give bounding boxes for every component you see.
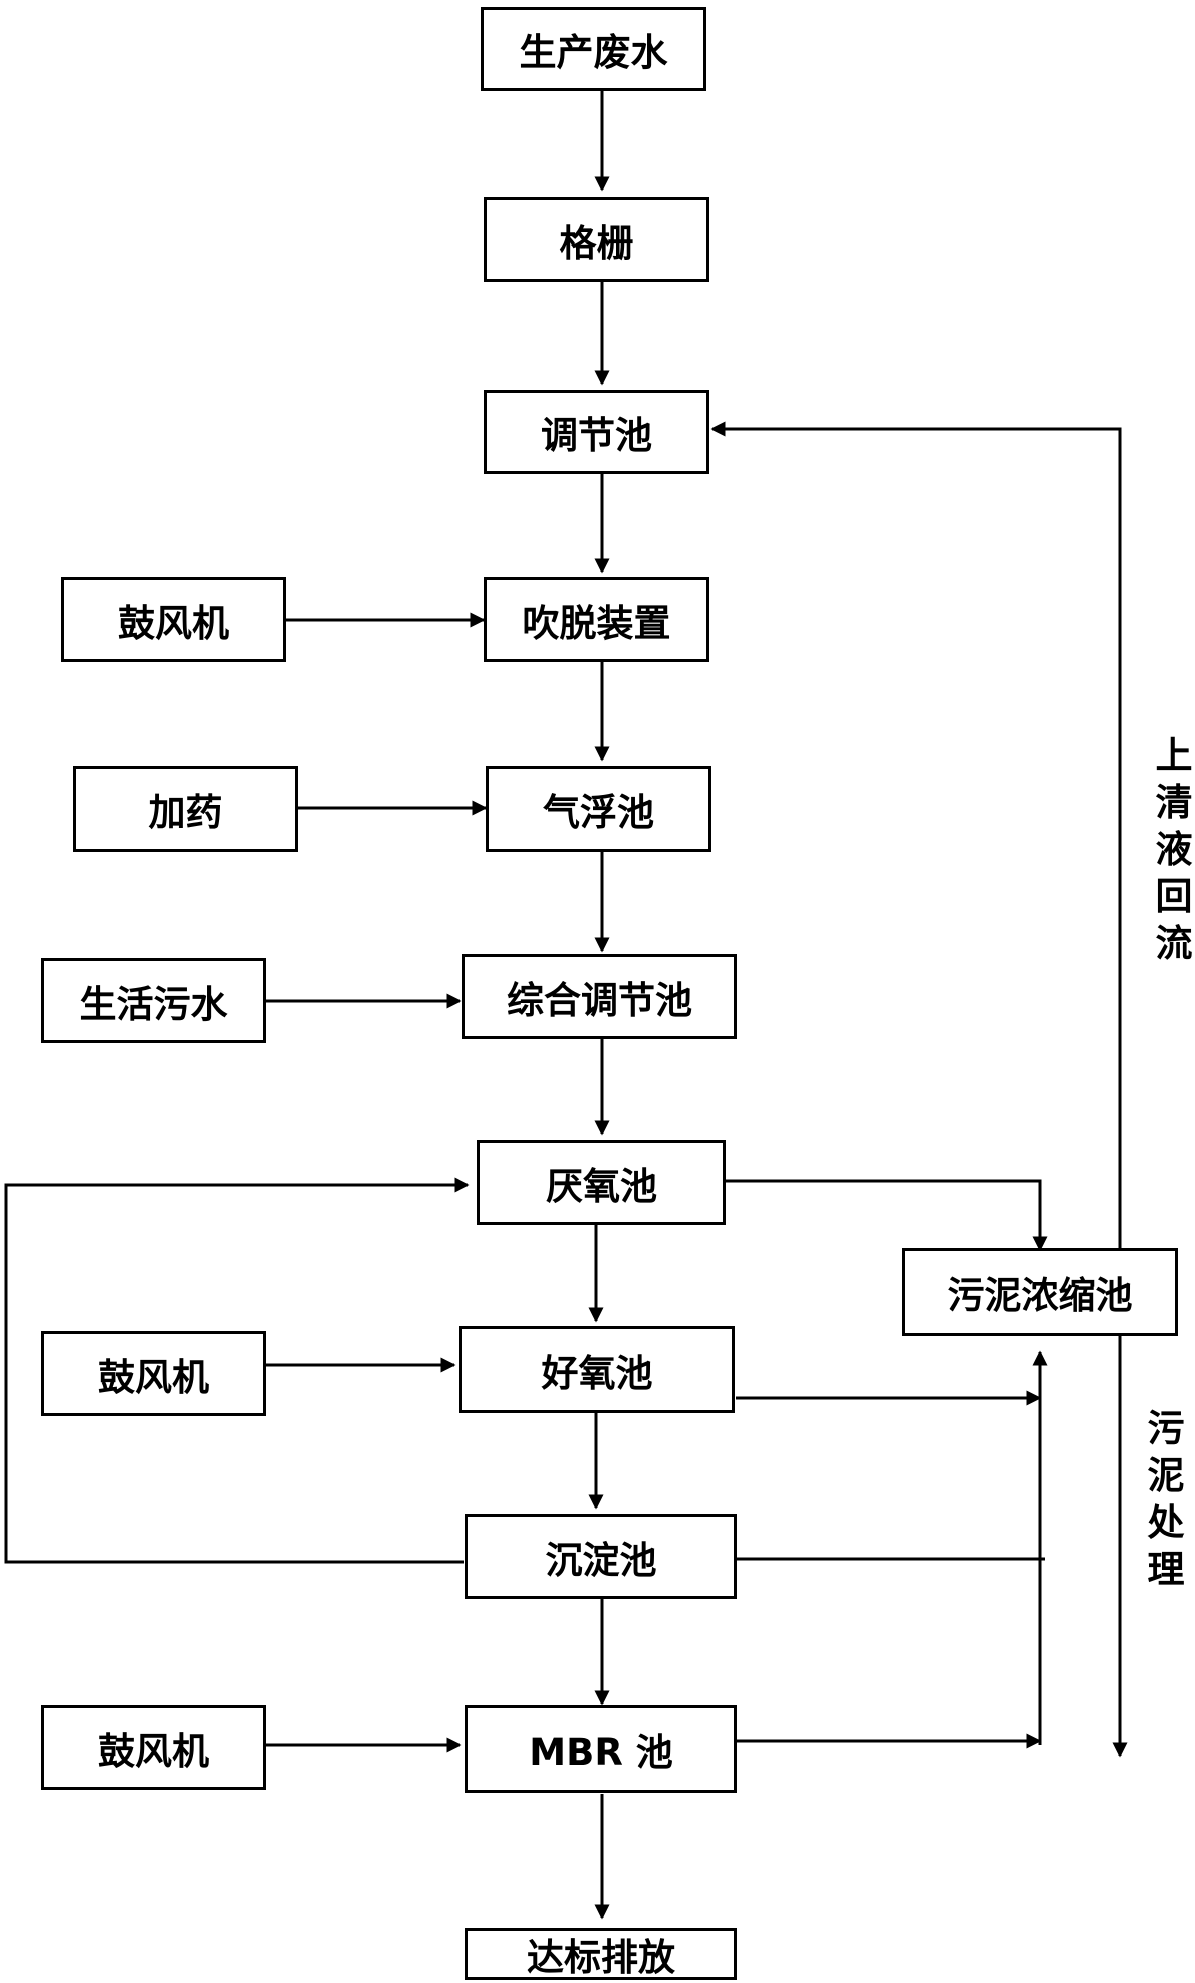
label-char: 污 [1147,1407,1185,1450]
arrow-supernatant-return [710,421,1122,1250]
label-char: 流 [1155,922,1193,965]
label-supernatant-return: 上 清 液 回 流 [1150,732,1195,967]
label-char: 泥 [1147,1454,1185,1497]
node-blower-3: 鼓风机 [41,1705,266,1790]
node-stripping-device: 吹脱装置 [484,577,709,662]
node-sludge-thickener: 污泥浓缩池 [902,1248,1178,1336]
node-domestic-sewage: 生活污水 [41,958,266,1043]
node-blower-1: 鼓风机 [61,577,286,662]
node-production-wastewater: 生产废水 [481,7,706,91]
node-discharge: 达标排放 [465,1928,737,1980]
label-char: 回 [1155,875,1193,918]
node-sedimentation-tank: 沉淀池 [465,1514,737,1599]
arrow-sludge-recycle-to-anaerobic [4,1177,470,1564]
label-char: 清 [1155,781,1193,824]
label-sludge-treatment: 污 泥 处 理 [1142,1405,1190,1593]
node-mbr-tank: MBR 池 [465,1705,737,1793]
label-char: 理 [1147,1548,1185,1591]
label-char: 液 [1155,828,1193,871]
node-anaerobic-tank: 厌氧池 [477,1140,726,1225]
node-integrated-regulating-tank: 综合调节池 [462,954,737,1039]
node-aerobic-tank: 好氧池 [459,1326,735,1413]
node-blower-2: 鼓风机 [41,1331,266,1416]
node-grille: 格栅 [484,197,709,282]
arrow-anaerobic-to-thickener [725,1179,1048,1252]
label-char: 处 [1147,1501,1185,1544]
node-regulating-tank: 调节池 [484,390,709,474]
node-flotation-tank: 气浮池 [486,766,711,852]
label-char: 上 [1155,734,1193,777]
node-dosing: 加药 [73,766,298,852]
